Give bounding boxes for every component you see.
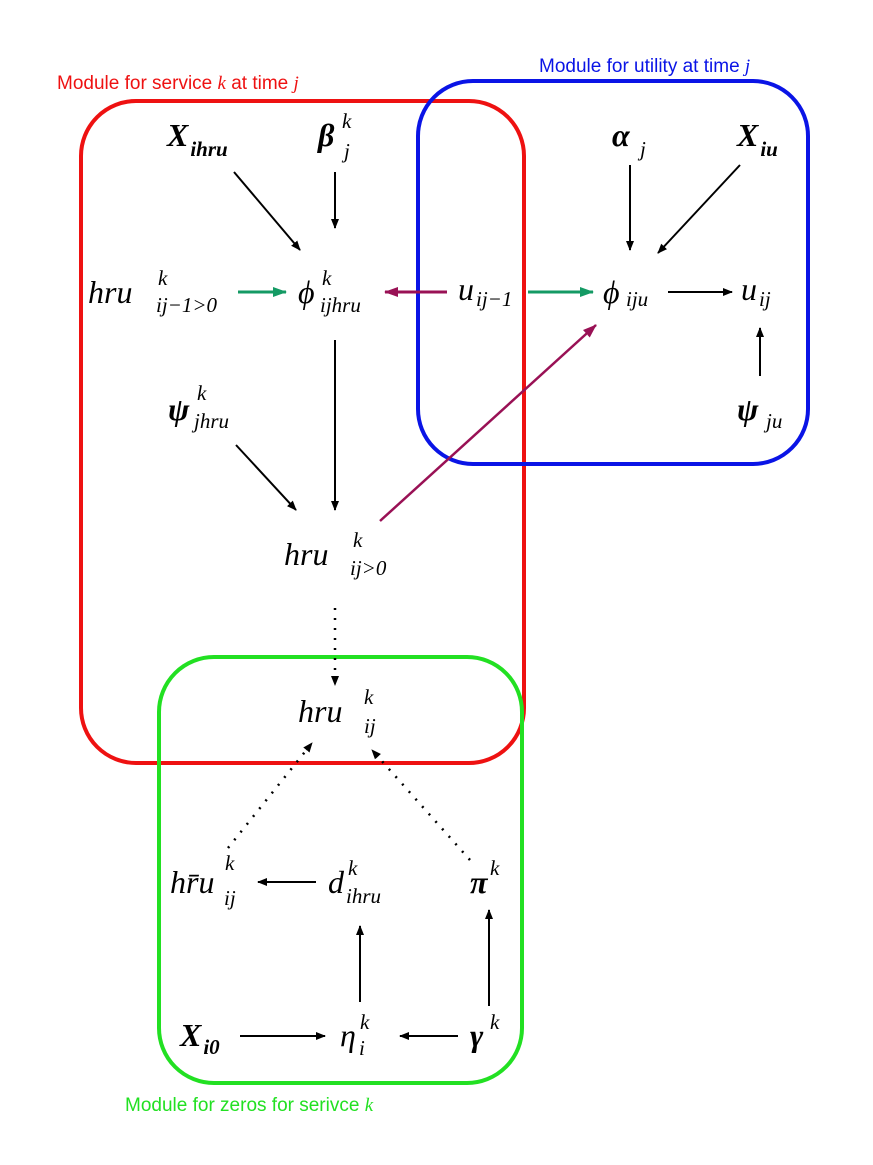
svg-text:k: k <box>364 685 374 709</box>
svg-text:j: j <box>341 139 350 163</box>
node-X-iu: Xiu <box>736 117 778 161</box>
svg-text:Xihru: Xihru <box>166 117 228 161</box>
svg-text:π: π <box>470 864 489 900</box>
svg-text:ij>0: ij>0 <box>350 556 387 580</box>
node-X-i0: Xi0 <box>179 1017 220 1059</box>
edge-hrupos-phiiju <box>379 324 597 522</box>
svg-text:u: u <box>458 271 474 307</box>
svg-text:ihru: ihru <box>346 884 381 908</box>
zeros-module-box <box>157 655 524 1085</box>
svg-text:k: k <box>197 381 207 405</box>
edge-Xihru-phi <box>233 171 301 251</box>
svg-text:k: k <box>348 856 358 880</box>
svg-text:k: k <box>490 856 500 880</box>
svg-text:hru: hru <box>88 274 132 310</box>
svg-text:k: k <box>158 266 168 290</box>
svg-text:ij: ij <box>224 886 236 910</box>
svg-text:ij: ij <box>364 714 376 738</box>
svg-text:k: k <box>360 1010 370 1034</box>
svg-text:k: k <box>342 109 352 133</box>
svg-text:k: k <box>490 1010 500 1034</box>
svg-text:hru: hru <box>284 536 328 572</box>
utility-module-box <box>416 79 810 466</box>
edge-hrubar-hruij-dotted <box>227 742 313 849</box>
svg-text:ij: ij <box>759 287 771 311</box>
edge-psijhru-hrupos <box>235 444 297 511</box>
svg-text:k: k <box>353 528 363 552</box>
svg-text:ϕ: ϕ <box>298 274 315 310</box>
svg-text:ϕ: ϕ <box>603 274 620 310</box>
svg-text:iju: iju <box>626 287 648 311</box>
svg-text:k: k <box>225 851 235 875</box>
zeros-module-caption: Module for zeros for serivce k <box>125 1095 374 1116</box>
service-module-caption: Module for service k at time j <box>57 73 299 94</box>
svg-text:β: β <box>317 117 335 153</box>
svg-text:hru: hru <box>298 693 342 729</box>
svg-text:ju: ju <box>763 409 782 433</box>
svg-text:jhru: jhru <box>191 409 229 433</box>
svg-text:Xi0: Xi0 <box>179 1017 220 1059</box>
node-X-ihru: Xihru <box>166 117 228 161</box>
svg-text:Xiu: Xiu <box>736 117 778 161</box>
svg-text:γ: γ <box>470 1017 484 1053</box>
svg-text:hr̄u: hr̄u <box>170 864 214 900</box>
edge-pi-hruij-dotted <box>371 749 471 861</box>
utility-module-caption: Module for utility at time j <box>539 56 750 77</box>
svg-text:ψ: ψ <box>737 391 759 427</box>
node-hru-prev: hru k ij−1>0 <box>88 266 218 317</box>
svg-text:η: η <box>340 1017 356 1053</box>
svg-text:j: j <box>637 137 646 161</box>
edge-Xiu-phiiju <box>657 164 741 254</box>
svg-text:ψ: ψ <box>168 391 190 427</box>
svg-text:ij−1>0: ij−1>0 <box>156 293 218 317</box>
svg-text:α: α <box>612 117 631 153</box>
node-hru-pos: hru k ij>0 <box>284 528 387 580</box>
node-hrubar-ij: hr̄u k ij <box>170 851 236 910</box>
svg-text:i: i <box>359 1036 365 1060</box>
svg-text:k: k <box>322 266 332 290</box>
svg-text:ijhru: ijhru <box>320 293 361 317</box>
service-module-box <box>79 99 526 765</box>
svg-text:u: u <box>741 271 757 307</box>
svg-text:ij−1: ij−1 <box>476 287 512 311</box>
svg-text:d: d <box>328 864 345 900</box>
